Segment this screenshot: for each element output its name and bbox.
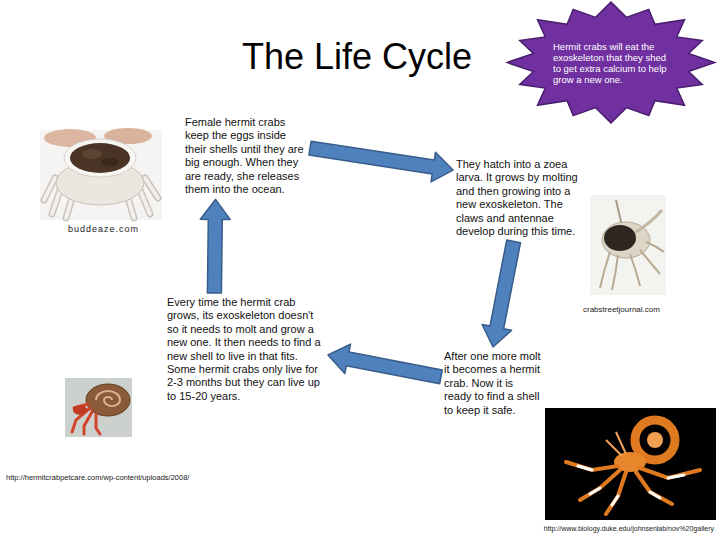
antennae <box>606 432 626 456</box>
stage-text-block: Female hermit crabs keep the eggs inside… <box>185 116 307 196</box>
stage-text: Female hermit crabs keep the eggs inside… <box>185 116 307 196</box>
larva-tail <box>636 210 662 232</box>
starburst-shape <box>507 2 715 123</box>
crab-legs <box>72 404 100 434</box>
block-arrow <box>309 141 453 182</box>
stage-text: After one more molt it becomes a hermit … <box>444 350 542 417</box>
callout-text: Hermit crabs will eat the exoskeleton th… <box>553 41 669 85</box>
crab-legs <box>566 462 700 514</box>
stage-text-block: They hatch into a zoea larva. It grows b… <box>456 158 584 238</box>
callout-star: Hermit crabs will eat the exoskeleton th… <box>505 0 717 125</box>
image-credit: http://hermitcrabpetcare.com/wp-content/… <box>6 473 189 482</box>
image-credit: crabstreetjournal.com <box>583 305 660 314</box>
head <box>604 225 636 251</box>
young-crab-photo <box>545 408 716 520</box>
shell-rim <box>64 139 136 177</box>
photo-ground <box>590 195 666 295</box>
curled-abdomen <box>635 420 675 460</box>
photo-ground <box>545 408 716 520</box>
shell-spiral <box>96 391 120 406</box>
photo-ground <box>40 130 162 220</box>
egg-mass <box>101 158 119 166</box>
egg-mass <box>82 149 102 159</box>
claw <box>73 405 87 415</box>
zoea-photo <box>590 195 666 295</box>
block-arrow <box>328 344 442 384</box>
stage-text-block: After one more molt it becomes a hermit … <box>444 350 542 417</box>
egg-photo <box>40 128 162 220</box>
block-arrow <box>482 240 520 347</box>
larva-legs <box>600 242 664 290</box>
photo-ground <box>65 378 132 437</box>
image-credit: http://www.biology.duke.edu/johnsenlab/n… <box>544 525 714 532</box>
stage-text-block: Every time the hermit crab grows, its ex… <box>167 296 325 403</box>
curled-abdomen <box>647 432 663 448</box>
leg-stripes <box>578 466 684 505</box>
image-credit: buddeaze.com <box>68 224 139 234</box>
stage-text: Every time the hermit crab grows, its ex… <box>167 296 325 403</box>
block-arrow <box>200 199 230 293</box>
egg-mass <box>70 143 130 173</box>
stage-text: They hatch into a zoea larva. It grows b… <box>456 158 584 238</box>
hermit-crab-photo <box>65 378 132 437</box>
